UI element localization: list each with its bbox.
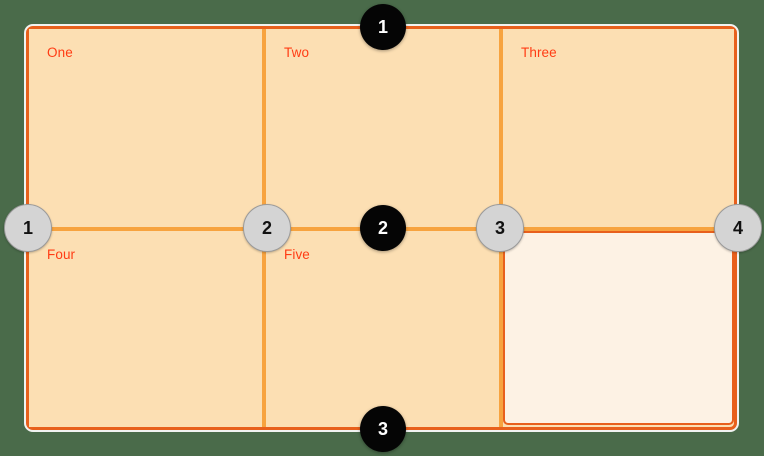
row-handle-2[interactable]: 2: [360, 205, 406, 251]
grid-cell-five[interactable]: Five: [266, 231, 499, 427]
column-handle-4[interactable]: 4: [714, 204, 762, 252]
column-handle-4-label: 4: [732, 217, 743, 238]
grid-cell-empty[interactable]: [503, 231, 734, 425]
grid-cell-label-one: One: [47, 45, 73, 60]
row-handle-3-label: 3: [377, 418, 388, 439]
grid-cell-label-three: Three: [521, 45, 557, 60]
row-handle-3[interactable]: 3: [360, 406, 406, 452]
column-handle-2[interactable]: 2: [243, 204, 291, 252]
column-handle-3-label: 3: [494, 217, 505, 238]
row-handle-1[interactable]: 1: [360, 4, 406, 50]
row-handle-1-label: 1: [377, 16, 388, 37]
row-handle-2-label: 2: [377, 217, 388, 238]
column-handle-2-label: 2: [261, 217, 272, 238]
grid-cell-three[interactable]: Three: [503, 29, 734, 227]
layout-grid-frame[interactable]: One Two Three Four Five: [26, 26, 737, 430]
grid-cell-label-four: Four: [47, 247, 76, 262]
column-handle-3[interactable]: 3: [476, 204, 524, 252]
grid-cell-label-five: Five: [284, 247, 310, 262]
column-handle-1[interactable]: 1: [4, 204, 52, 252]
grid-cell-one[interactable]: One: [29, 29, 262, 227]
grid-cell-four[interactable]: Four: [29, 231, 262, 427]
grid-cell-label-two: Two: [284, 45, 310, 60]
grid-cell-two[interactable]: Two: [266, 29, 499, 227]
column-handle-1-label: 1: [22, 217, 33, 238]
